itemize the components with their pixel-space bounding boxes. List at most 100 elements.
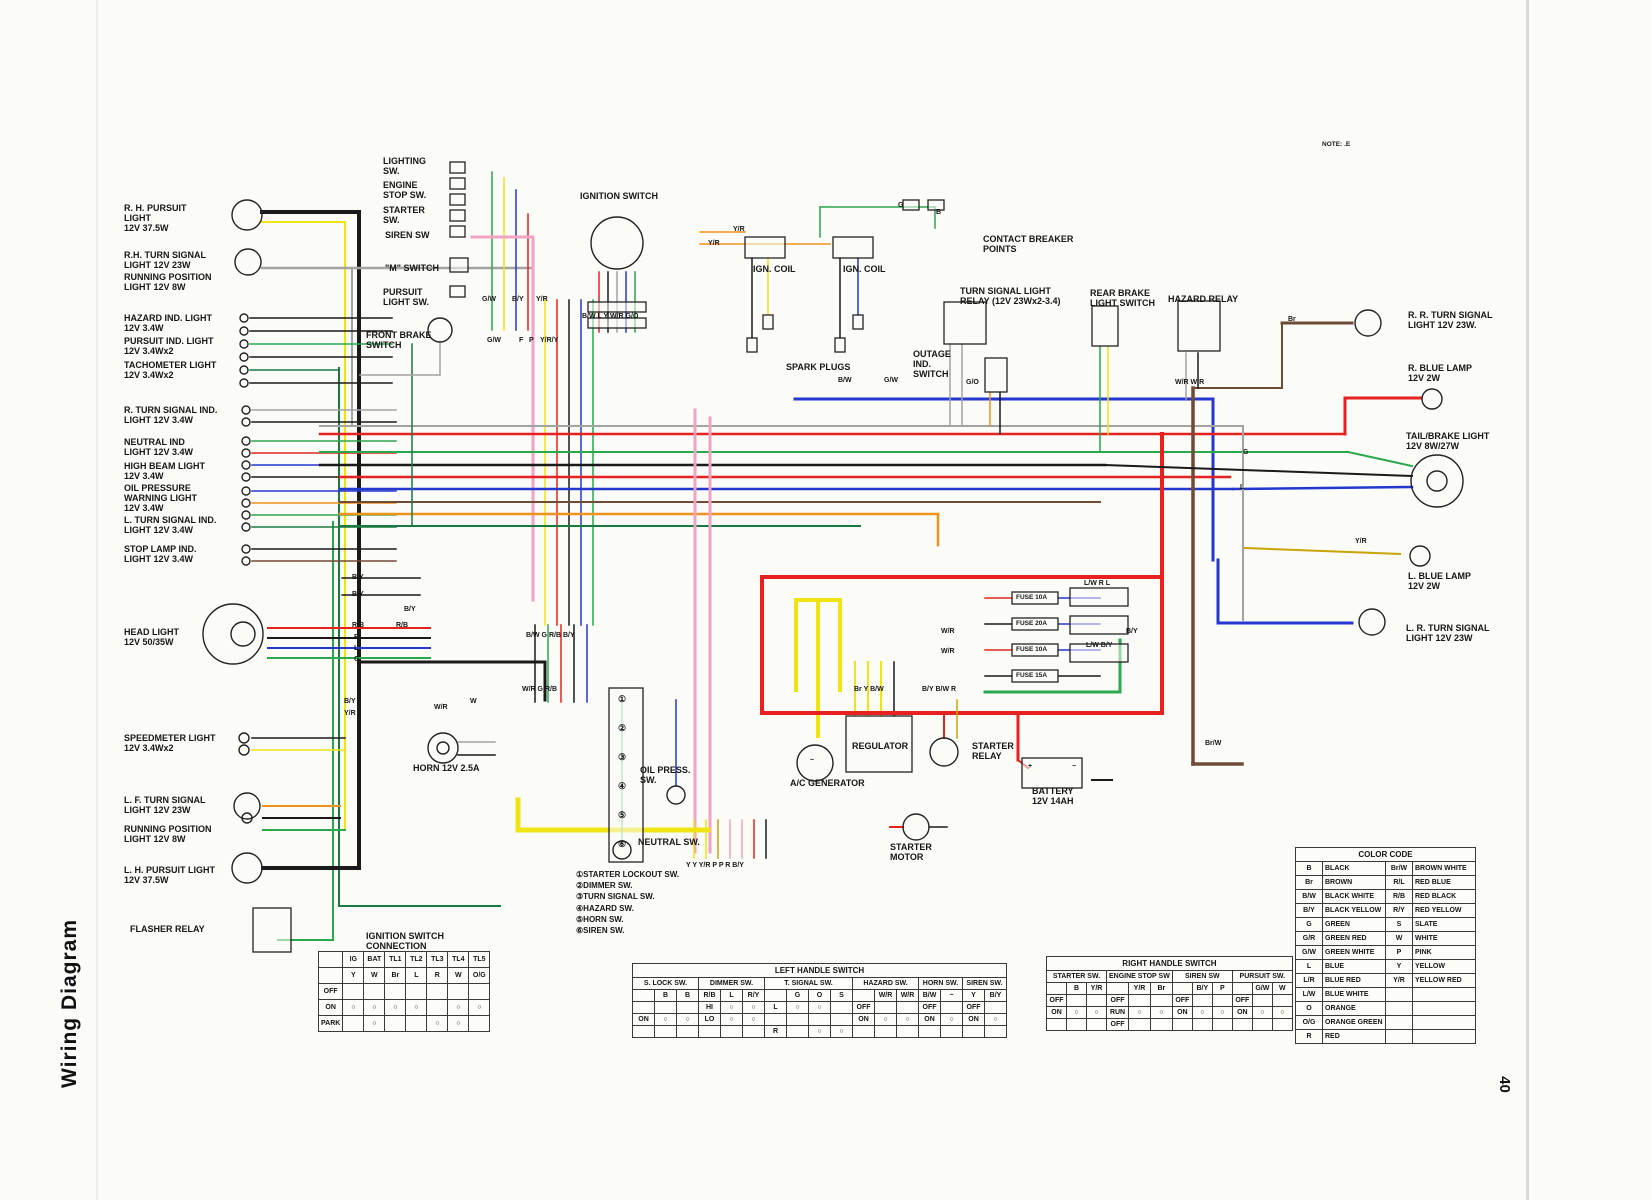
table-cell: PINK: [1412, 945, 1476, 960]
table-cell: ○: [447, 1015, 470, 1032]
starter-sw-label: STARTER SW.: [383, 205, 425, 226]
r-turn-ind-label: R. TURN SIGNAL IND. LIGHT 12V 3.4W: [124, 405, 218, 426]
lamp-symbol: [612, 840, 632, 860]
table-cell: [1385, 1001, 1413, 1016]
wire-code-label: W/R: [941, 628, 955, 635]
table-cell: Br: [384, 967, 407, 984]
table-cell: [1066, 1018, 1087, 1031]
component-box: [1069, 643, 1129, 663]
wire-code-label: Y/R: [344, 710, 356, 717]
component-box: [832, 236, 874, 259]
lamp-symbol: [1358, 608, 1386, 636]
wire-code-label: G: [898, 202, 904, 209]
table-cell: OFF: [1046, 994, 1067, 1007]
wire-code-label: R/B: [352, 622, 365, 629]
table-cell: BROWN: [1322, 875, 1386, 890]
table-cell: ○: [447, 999, 470, 1016]
wire-code-label: ①: [618, 694, 627, 704]
lamp-symbol: [231, 852, 263, 884]
table-cell: [317, 951, 344, 968]
table-cell: ○: [896, 1013, 919, 1026]
page-edge-shadow-right: [1526, 0, 1529, 1200]
table-cell: GREEN: [1322, 917, 1386, 932]
table-cell: BAT: [363, 951, 386, 968]
table-cell: Y/R: [1086, 982, 1107, 995]
table-cell: Y/R: [1385, 973, 1413, 988]
lamp-symbol: [436, 741, 450, 755]
table-cell: R: [764, 1025, 787, 1038]
table-cell: [632, 989, 655, 1002]
lamp-symbol: [929, 737, 959, 767]
wire-code-label: B: [936, 209, 942, 216]
table-cell: [786, 1025, 809, 1038]
table-cell: G/R: [1295, 931, 1323, 946]
table-cell: ○: [786, 1001, 809, 1014]
table-cell: P: [1211, 982, 1233, 995]
table-cell: [632, 1025, 655, 1038]
table-cell: [676, 1001, 699, 1014]
wire-code-label: G/W: [482, 296, 496, 303]
component-box: [1069, 615, 1129, 635]
spark-plugs-label: SPARK PLUGS: [786, 362, 851, 372]
table-cell: BLACK WHITE: [1322, 889, 1386, 904]
table-cell: [1412, 1001, 1476, 1016]
head-light-label: HEAD LIGHT 12V 50/35W: [124, 627, 179, 648]
wire-code-label: Br/W: [1205, 740, 1222, 747]
table-cell: BROWN WHITE: [1412, 861, 1476, 876]
wire-code-label: B/Y: [512, 296, 524, 303]
table-cell: ~: [940, 989, 963, 1002]
lamp-symbol: [239, 378, 249, 388]
table-cell: [1412, 1029, 1476, 1044]
table-cell: ○: [874, 1013, 897, 1026]
table-cell: ON: [852, 1013, 875, 1026]
table-cell: S. LOCK SW.: [632, 977, 699, 990]
component-box: [1011, 617, 1059, 631]
wire-code-label: B/Y: [404, 606, 416, 613]
lamp-symbol: [1421, 388, 1443, 410]
table-cell: T. SIGNAL SW.: [764, 977, 853, 990]
lamp-symbol: [241, 556, 251, 566]
lamp-symbol: [241, 812, 253, 824]
fuse-2-label: FUSE 20A: [1016, 620, 1048, 627]
table-cell: ON: [1231, 1006, 1253, 1019]
component-box: [834, 337, 846, 353]
table-cell: ○: [742, 1013, 765, 1026]
table-cell: [1231, 982, 1253, 995]
lamp-symbol: [230, 621, 256, 647]
wire: [1343, 396, 1422, 436]
lamp-symbol: [590, 216, 644, 270]
rear-brake-switch-label: REAR BRAKE LIGHT SWITCH: [1090, 288, 1155, 309]
table-cell: [654, 1025, 677, 1038]
lamp-symbol: [238, 744, 250, 756]
table-cell: [1211, 1018, 1233, 1031]
lighting-sw-label: LIGHTING SW.: [383, 156, 426, 177]
table-cell: ○: [1211, 1006, 1233, 1019]
table-cell: [1271, 1018, 1293, 1031]
table-cell: O/G: [468, 967, 491, 984]
table-cell: TL1: [384, 951, 407, 968]
wire-code-label: G/W: [487, 337, 501, 344]
component-box: [1011, 643, 1059, 657]
ac-generator-label: A/C GENERATOR: [790, 778, 865, 788]
table-cell: [1251, 994, 1273, 1007]
running-position-l-label: RUNNING POSITION LIGHT 12V 8W: [124, 824, 212, 845]
wire-code-label: B/Y: [344, 698, 356, 705]
table-cell: YELLOW RED: [1412, 973, 1476, 988]
table-cell: HAZARD SW.: [852, 977, 919, 990]
table-cell: STARTER SW.: [1046, 970, 1107, 983]
table-cell: [632, 1001, 655, 1014]
table-cell: [830, 1001, 853, 1014]
table-cell: [1412, 987, 1476, 1002]
lamp-symbol: [239, 339, 249, 349]
table-cell: [1385, 1015, 1413, 1030]
turn-signal-relay-label: TURN SIGNAL LIGHT RELAY (12V 23Wx2-3.4): [960, 286, 1061, 307]
component-box: [449, 161, 466, 174]
wire-code-label: W/R: [434, 704, 448, 711]
wire-code-label: L: [354, 645, 359, 652]
table-cell: TL5: [468, 951, 491, 968]
wire: [357, 660, 547, 702]
component-box: [449, 285, 466, 298]
wire-code-label: B/Y B/W R: [922, 686, 957, 693]
wire: [1243, 546, 1402, 556]
